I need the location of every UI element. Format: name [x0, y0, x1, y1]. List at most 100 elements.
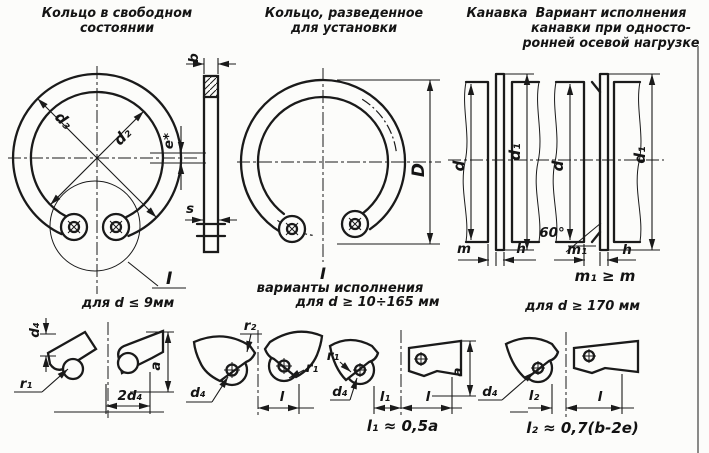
lug-right-block: [572, 339, 640, 375]
hole-cross: [414, 352, 428, 366]
d-label: d: [549, 160, 567, 171]
hole-cross-marks: [285, 217, 362, 236]
l1-label: l₁: [380, 389, 391, 405]
lug-hole-left: [67, 220, 81, 234]
caption-groove: Канавка: [466, 6, 528, 21]
b-label: b: [186, 53, 202, 63]
break-line-right: [636, 81, 642, 243]
h-label: h: [516, 241, 526, 257]
d1-label: d₁: [631, 146, 649, 163]
bore-block-right: [612, 80, 642, 244]
detail-I-label: I: [166, 269, 172, 289]
l2-label: l₂: [529, 388, 540, 404]
h-label: h: [622, 242, 632, 258]
baseline: [510, 407, 634, 413]
d4-label: d₄: [332, 384, 348, 400]
caption-ring-spread: Кольцо, разведенное для установки: [233, 6, 454, 36]
angle-annotation-lines: [565, 222, 602, 253]
caption-groove-variant-line1: Вариант исполнения: [535, 6, 687, 21]
lug-right-wing: [263, 330, 324, 379]
variant1-drawing: d₄ r₁ a 2d₄: [14, 318, 174, 418]
groove-slot: [494, 72, 506, 252]
bottom-extension-lines: [583, 244, 609, 266]
phantom-arc-top: [361, 98, 397, 152]
d4-leader: [349, 377, 358, 401]
m1-rule: m₁ ≥ m: [574, 267, 636, 285]
a-label: a: [148, 361, 164, 370]
bore-block-left: [554, 80, 586, 244]
d4-leader: [211, 376, 229, 403]
break-line-left: [552, 81, 558, 243]
hole-cross: [582, 349, 596, 363]
d4-leader: [501, 371, 535, 401]
d1-extension-lines: [504, 73, 534, 251]
caption-groove-variant-line2: канавки при односто-: [531, 21, 691, 36]
d4-label: d₄: [27, 322, 43, 338]
ring-inner-arc: [256, 95, 390, 216]
d4-label: d₄: [482, 384, 498, 400]
lug-side-ticks: [195, 222, 227, 238]
ring-free-drawing: d₃ d₂ e* I: [8, 66, 206, 294]
lug-hole-right: [348, 217, 362, 231]
variant1-condition: для d ≤ 9мм: [81, 296, 175, 311]
D-label: D: [409, 163, 429, 177]
hole-cross: [276, 358, 292, 374]
hole-cross: [224, 362, 240, 378]
ring-section-view: b s: [185, 53, 237, 254]
2d4-label: 2d₄: [118, 388, 143, 404]
a-label: a: [450, 367, 466, 376]
l-label: l: [426, 389, 431, 405]
ring-outer-arc: [11, 72, 183, 238]
r1-leader: [339, 361, 352, 373]
caption-ring-spread-line2: для установки: [290, 21, 398, 36]
r1-label: r₁: [20, 376, 33, 392]
break-line-left: [462, 81, 468, 243]
detail-leader: [127, 261, 159, 287]
lug-left-wing: [504, 336, 560, 381]
ring-outer-arc: [239, 78, 407, 234]
r2-label: r₂: [244, 318, 257, 334]
variant2-condition: для d ≥ 10÷165 мм: [295, 295, 440, 310]
view-I-mark: I: [320, 264, 326, 283]
d1-label: d₁: [506, 143, 524, 160]
bore-block-right: [510, 80, 541, 244]
l-label: l: [598, 389, 603, 405]
d2-dimension-line: [49, 110, 145, 206]
variant2b-drawing: r₁ d₄ l₁ l a: [327, 330, 476, 418]
caption-groove-variant-line3: ронней осевой нагрузке: [522, 36, 700, 51]
angle-label: 60°: [539, 225, 565, 241]
groove-chamfer-60deg: [590, 80, 602, 244]
caption-ring-free-line1: Кольцо в свободном: [41, 6, 193, 21]
variants-title: варианты исполнения: [256, 280, 424, 296]
d3-label: d₃: [51, 108, 76, 133]
d4-label: d₄: [190, 385, 206, 401]
groove-drawing: d d₁ m h: [448, 72, 664, 266]
r1-leader: [288, 369, 305, 379]
m-label: m: [457, 241, 471, 257]
m1-label: m₁: [567, 242, 587, 258]
b-extension-lines: [203, 58, 219, 74]
hole-cross-marks: [67, 220, 123, 234]
d2-label: d₂: [110, 124, 135, 149]
caption-groove-variant: Вариант исполнения канавки при односто- …: [519, 6, 703, 51]
lug-left-tip: [61, 357, 85, 381]
r1-label: r₁: [306, 360, 319, 376]
r1-label: r₁: [327, 348, 340, 364]
caption-ring-spread-line1: Кольцо, разведенное: [264, 6, 424, 21]
ring-spread-drawing: D: [237, 68, 441, 262]
caption-ring-free-line2: состоянии: [79, 21, 155, 36]
s-label: s: [186, 201, 194, 217]
lug-right-tip: [116, 351, 140, 375]
break-line-right: [535, 81, 541, 243]
D-extension-lines: [337, 79, 440, 245]
r1-leader: [41, 368, 69, 393]
formula-l2: l₂ ≈ 0,7(b-2e): [526, 419, 639, 437]
formula-l1: l₁ ≈ 0,5a: [366, 417, 439, 435]
d-label: d: [450, 160, 468, 171]
variant3-condition: для d ≥ 170 мм: [524, 299, 641, 314]
r2-leader: [246, 333, 253, 353]
variant2a-drawing: r₂ r₁ d₄ l: [186, 318, 324, 418]
section-strip: [202, 74, 220, 254]
